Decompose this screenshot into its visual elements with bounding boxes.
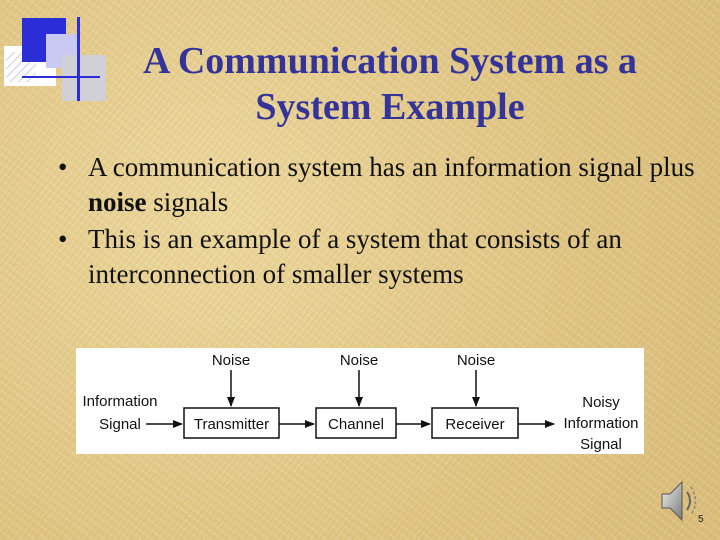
noise-label-transmitter: Noise (212, 352, 250, 369)
page-number: 5 (698, 514, 704, 525)
transmitter-block (183, 407, 280, 439)
output-label-line-3: Signal (580, 436, 622, 453)
diagram-svg: Information Signal Transmitter Channel R… (82, 352, 638, 453)
decor-square-grey (62, 55, 106, 101)
channel-label: Channel (328, 416, 384, 433)
slide-title: A Communication System as a System Examp… (90, 38, 690, 130)
noise-label-receiver: Noise (457, 352, 495, 369)
speaker-icon[interactable] (660, 478, 700, 524)
bullet-item-1: A communication system has an informatio… (58, 150, 698, 220)
title-line-2: System Example (255, 86, 525, 128)
bullet-1-bold: noise (88, 187, 147, 217)
title-line-1: A Communication System as a (142, 40, 638, 82)
transmitter-label: Transmitter (194, 416, 269, 433)
output-label-line-1: Noisy (582, 394, 620, 411)
decor-vertical-line (77, 17, 80, 101)
output-label-line-2: Information (563, 415, 638, 432)
bullet-1-tail: signals (146, 187, 229, 217)
bullet-list: A communication system has an informatio… (58, 150, 698, 292)
decor-horizontal-line (22, 76, 100, 78)
input-label-line-2: Signal (99, 416, 141, 433)
input-label-line-1: Information (82, 393, 157, 410)
receiver-label: Receiver (445, 416, 504, 433)
channel-block (315, 407, 397, 439)
receiver-block (431, 407, 519, 439)
system-block-diagram: Information Signal Transmitter Channel R… (76, 348, 644, 454)
noise-label-channel: Noise (340, 352, 378, 369)
bullet-item-2: This is an example of a system that cons… (58, 222, 698, 292)
bullet-1-text: A communication system has an informatio… (88, 152, 695, 182)
